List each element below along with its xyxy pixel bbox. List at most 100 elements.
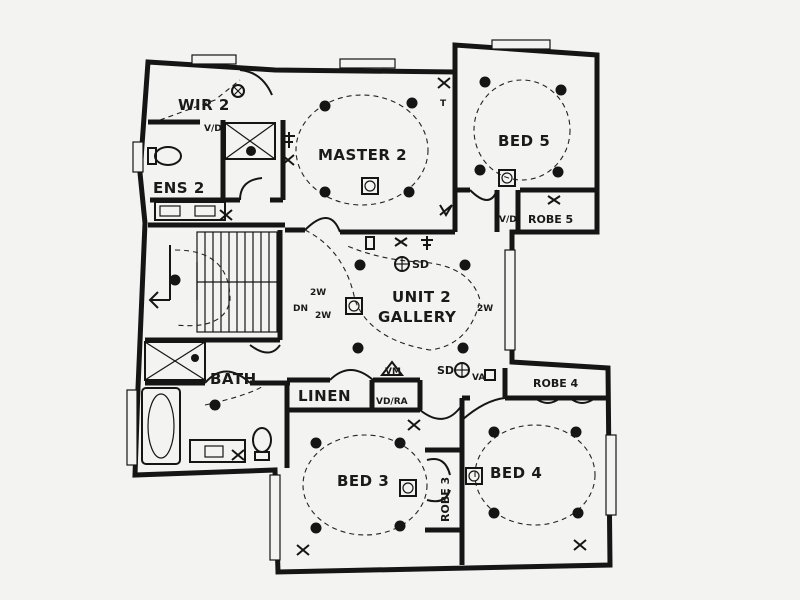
label-dn: DN <box>293 304 308 314</box>
room-label-bed4: BED 4 <box>490 464 542 482</box>
door-ens <box>239 177 263 201</box>
windows <box>126 39 617 561</box>
label-t: T <box>440 99 447 109</box>
power-outlet-icon <box>437 77 451 89</box>
wir-light-icon <box>231 84 245 98</box>
exhaust-fan-icon <box>498 169 516 187</box>
tv-point-icon <box>421 236 433 250</box>
light-icon <box>352 342 364 354</box>
tv-point-icon <box>283 132 295 148</box>
room-labels: WIR 2 MASTER 2 BED 5 ROBE 5 ENS 2 UNIT 2… <box>153 96 579 522</box>
smoke-detector-icon <box>394 256 410 272</box>
door-bath <box>204 370 251 384</box>
light-icon <box>394 437 406 449</box>
shower-bath-icon <box>144 341 206 381</box>
door-bed5 <box>469 189 498 201</box>
room-label-bed3: BED 3 <box>337 472 389 490</box>
power-outlet-icon <box>219 209 233 221</box>
door-bed3 <box>419 404 463 420</box>
smoke-detector-icon <box>454 362 470 378</box>
room-label-robe4: ROBE 4 <box>533 377 579 390</box>
light-icon <box>488 426 500 438</box>
power-outlet-icon <box>296 544 310 556</box>
light-icon <box>354 259 366 271</box>
window-bath <box>126 389 138 466</box>
label-sd-top: SD <box>412 258 429 271</box>
power-outlet-icon <box>231 449 245 461</box>
power-outlet-icon <box>439 204 453 217</box>
exhaust-fans <box>345 169 516 497</box>
room-label-bed5: BED 5 <box>498 132 550 150</box>
vanity-bath-icon <box>189 439 246 463</box>
light-icon <box>488 507 500 519</box>
light-icon <box>555 84 567 96</box>
lighting-circuits <box>159 79 596 536</box>
room-label-ens: ENS 2 <box>153 179 205 197</box>
label-vd-ens: V/D <box>204 124 222 134</box>
doors <box>204 69 596 503</box>
door-master <box>304 217 341 233</box>
bathtub-icon <box>141 387 181 465</box>
room-label-robe3: ROBE 3 <box>439 477 452 522</box>
exhaust-fan-icon <box>361 177 379 195</box>
fixtures <box>141 122 276 465</box>
light-icon <box>319 100 331 112</box>
window-wir <box>191 54 237 65</box>
light-icon <box>406 97 418 109</box>
room-label-master: MASTER 2 <box>318 146 407 164</box>
room-label-gallery-line1: UNIT 2 <box>392 288 451 306</box>
power-outlet-icon <box>547 195 561 205</box>
power-outlet-icon <box>573 539 587 551</box>
power-outlet-icon <box>407 419 421 431</box>
va-box-icon <box>484 369 496 381</box>
light-icon <box>572 507 584 519</box>
door-bed4 <box>461 397 506 421</box>
door-linen <box>329 369 374 381</box>
light-icon <box>209 399 221 411</box>
light-points <box>169 76 584 534</box>
door-robe3 <box>426 458 451 503</box>
power-outlet-icon <box>281 154 295 166</box>
light-icon <box>552 166 564 178</box>
door-robe4 <box>534 397 596 404</box>
light-icon <box>310 522 322 534</box>
room-label-wir: WIR 2 <box>178 96 230 114</box>
label-vd-bed5: V/D <box>499 215 517 225</box>
annotation-labels: V/D V/D VD/RA VM VA SD SD DN 2W 2W 2W T <box>204 99 517 407</box>
stair-arrow-icon <box>148 291 170 309</box>
vanity-ens-icon <box>154 201 226 221</box>
interior-walls <box>145 72 608 565</box>
light-icon <box>310 437 322 449</box>
room-label-linen: LINEN <box>298 387 351 405</box>
window-bed5 <box>491 39 551 50</box>
exhaust-fan-icon <box>345 297 363 315</box>
exterior-walls <box>132 42 613 575</box>
window-master <box>339 58 396 69</box>
label-vm: VM <box>385 367 401 377</box>
door-stair <box>249 344 281 354</box>
light-icon <box>459 259 471 271</box>
light-icon <box>479 76 491 88</box>
power-outlet-icon <box>394 237 408 247</box>
shower-ens-icon <box>224 122 276 160</box>
switch-icon <box>365 236 375 250</box>
light-icon <box>319 186 331 198</box>
electrical-symbols <box>219 77 587 556</box>
window-bed3 <box>269 474 281 561</box>
room-label-gallery-line2: GALLERY <box>378 308 457 326</box>
label-va: VA <box>472 373 485 383</box>
label-2w-1: 2W <box>310 288 326 298</box>
room-label-robe5: ROBE 5 <box>528 213 573 226</box>
light-icon <box>570 426 582 438</box>
light-icon <box>169 274 181 286</box>
label-vd-ra: VD/RA <box>376 397 408 407</box>
exhaust-fan-icon <box>399 479 417 497</box>
window-gallery <box>504 249 516 351</box>
label-sd-bottom: SD <box>437 364 454 377</box>
door-wir <box>239 69 273 96</box>
staircase <box>148 231 278 333</box>
label-2w-3: 2W <box>477 304 493 314</box>
exhaust-fan-icon <box>465 467 483 485</box>
light-icon <box>403 186 415 198</box>
